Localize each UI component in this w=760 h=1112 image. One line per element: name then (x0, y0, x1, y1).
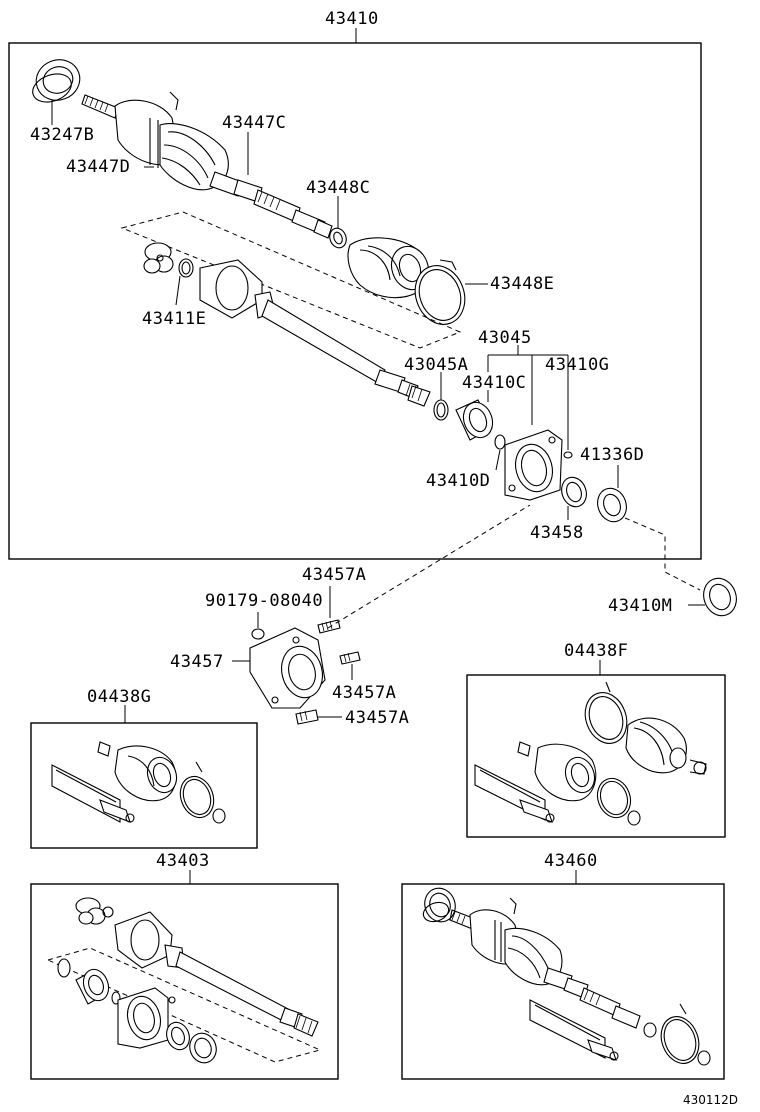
label-43447C[interactable]: 43447C (222, 113, 286, 133)
label-43410D[interactable]: 43410D (426, 471, 490, 491)
nut-90179-08040 (251, 628, 265, 640)
label-90179-08040[interactable]: 90179-08040 (205, 591, 323, 611)
label-43410G[interactable]: 43410G (545, 355, 609, 375)
assembly-43410-frame (8, 42, 702, 560)
ring-43045A (433, 399, 449, 421)
label-43410C[interactable]: 43410C (462, 373, 526, 393)
label-43410[interactable]: 43410 (325, 9, 379, 29)
label-04438F[interactable]: 04438F (564, 641, 628, 661)
assembly-43410-group: 43410 43247B 43447D (8, 9, 702, 591)
label-43448C[interactable]: 43448C (306, 178, 370, 198)
label-43045A[interactable]: 43045A (404, 355, 468, 375)
clamp-43448C (329, 227, 347, 249)
bracket-43457 (249, 627, 326, 709)
assembly-43403-frame (30, 883, 339, 1080)
label-43247B[interactable]: 43247B (30, 125, 94, 145)
snap-ring-43410D (494, 434, 506, 450)
assembly-43460: 43460 (401, 851, 725, 1080)
boot-kit-04438F: 04438F (466, 641, 726, 838)
label-04438G[interactable]: 04438G (87, 687, 151, 707)
bolt-43457A-bottom (295, 709, 319, 725)
seal-43247B (32, 59, 81, 103)
boot-kit-04438G-frame (30, 722, 258, 849)
label-43447D[interactable]: 43447D (66, 157, 130, 177)
bearing-bracket (504, 429, 563, 501)
label-43045[interactable]: 43045 (478, 328, 532, 348)
bolt-43457A-top (317, 619, 341, 634)
small-pin-43410G (563, 451, 573, 459)
inner-assembly-outline (120, 211, 462, 349)
label-43411E[interactable]: 43411E (142, 309, 206, 329)
boot-kit-04438F-frame (466, 674, 726, 838)
boot-kit-04438G: 04438G (30, 687, 258, 849)
label-41336D[interactable]: 41336D (580, 445, 644, 465)
band-43448E (414, 259, 466, 325)
label-43457A-top[interactable]: 43457A (302, 565, 366, 585)
inner-shaft (199, 259, 431, 407)
label-43457A-mid[interactable]: 43457A (332, 683, 396, 703)
seal-43458 (561, 476, 587, 508)
bolt-43457A-mid (339, 651, 361, 665)
label-43448E[interactable]: 43448E (490, 274, 554, 294)
diagram-id: 430112D (683, 1093, 738, 1107)
label-43403[interactable]: 43403 (156, 851, 210, 871)
assembly-43403: 43403 (30, 851, 339, 1080)
label-43457[interactable]: 43457 (170, 652, 224, 672)
label-43410M[interactable]: 43410M (608, 596, 672, 616)
shaft-outer (209, 171, 333, 239)
tripod-joint (143, 242, 174, 274)
seal-43410M (703, 577, 737, 617)
assembly-43460-frame (401, 883, 725, 1080)
bearing-43410C (455, 399, 494, 441)
label-43457A-bottom[interactable]: 43457A (345, 708, 409, 728)
snap-ring-43411E (178, 258, 194, 278)
label-43458[interactable]: 43458 (530, 523, 584, 543)
outer-cv-joint (81, 91, 229, 191)
seal-41336D (597, 487, 627, 523)
label-43460[interactable]: 43460 (544, 851, 598, 871)
